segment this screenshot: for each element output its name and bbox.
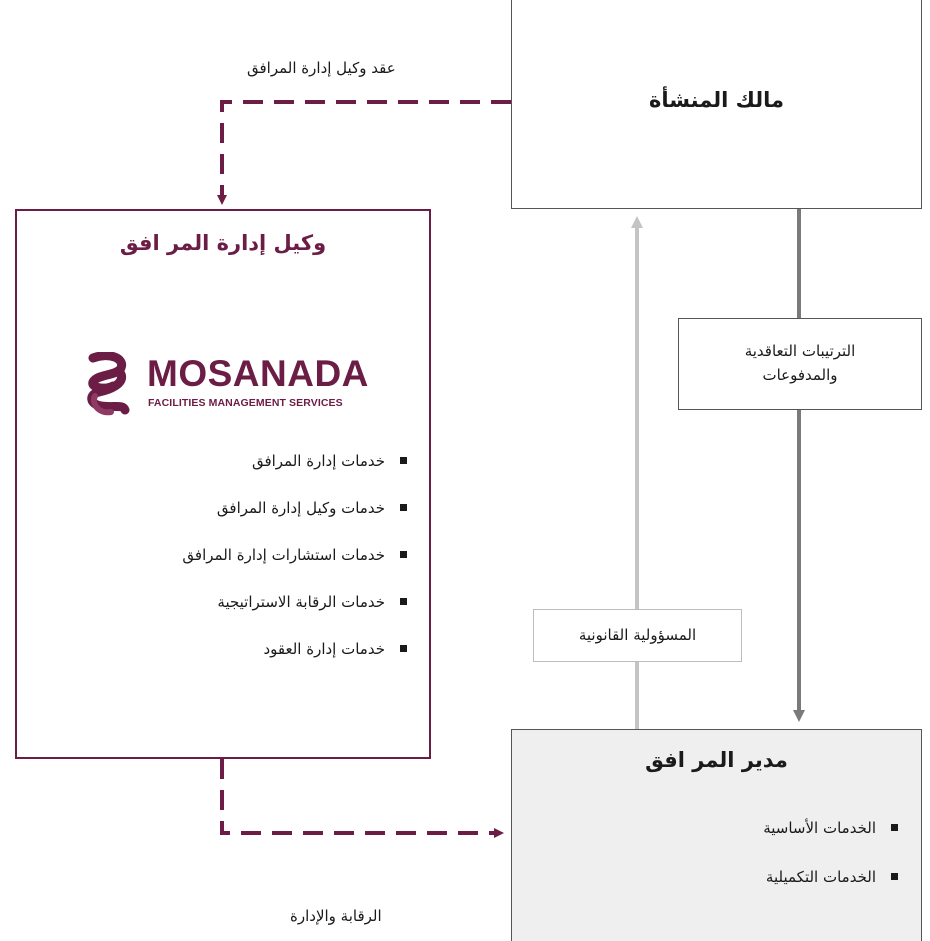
mosanada-logo: MOSANADA FACILITIES MANAGEMENT SERVICES xyxy=(81,352,381,422)
contract-payments-line1: الترتيبات التعاقدية xyxy=(744,342,856,360)
list-item: خدمات الرقابة الاستراتيجية xyxy=(182,592,407,612)
arrow-agent-to-manager xyxy=(220,759,504,838)
list-item: الخدمات الأساسية xyxy=(763,818,898,838)
arrow-owner-to-agent xyxy=(217,100,511,205)
bullet-icon xyxy=(400,457,407,464)
bullet-icon xyxy=(400,551,407,558)
logo-wordmark: MOSANADA xyxy=(147,353,369,394)
agent-service-label: خدمات استشارات إدارة المرافق xyxy=(182,546,385,564)
contract-agent-label: عقد وكيل إدارة المرافق xyxy=(247,59,396,77)
bullet-icon xyxy=(400,598,407,605)
contract-payments-line2: والمدفوعات xyxy=(762,366,838,384)
owner-title: مالك المنشأة xyxy=(648,88,785,112)
manager-box: مدير المر افق الخدمات الأساسية الخدمات ا… xyxy=(511,729,922,941)
agent-box: وكيل إدارة المر افق MOSANADA FACILITIES … xyxy=(15,209,431,759)
bullet-icon xyxy=(891,824,898,831)
contract-payments-label: الترتيبات التعاقدية والمدفوعات xyxy=(678,318,922,410)
list-item: خدمات إدارة العقود xyxy=(182,639,407,659)
list-item: الخدمات التكميلية xyxy=(763,867,898,887)
agent-service-label: خدمات وكيل إدارة المرافق xyxy=(216,499,385,517)
agent-service-label: خدمات الرقابة الاستراتيجية xyxy=(217,593,385,611)
manager-service-label: الخدمات التكميلية xyxy=(765,868,876,886)
list-item: خدمات وكيل إدارة المرافق xyxy=(182,498,407,518)
agent-service-label: خدمات إدارة العقود xyxy=(263,640,385,658)
manager-service-label: الخدمات الأساسية xyxy=(763,819,876,837)
list-item: خدمات استشارات إدارة المرافق xyxy=(182,545,407,565)
manager-title: مدير المر افق xyxy=(645,748,788,772)
mosanada-helix-logo-icon xyxy=(87,352,130,416)
bullet-icon xyxy=(400,645,407,652)
agent-title: وكيل إدارة المر افق xyxy=(119,231,327,255)
agent-services-list: خدمات إدارة المرافق خدمات وكيل إدارة الم… xyxy=(182,451,407,686)
logo-tagline: FACILITIES MANAGEMENT SERVICES xyxy=(148,397,343,409)
owner-box: مالك المنشأة xyxy=(511,0,922,209)
agent-service-label: خدمات إدارة المرافق xyxy=(251,452,385,470)
bullet-icon xyxy=(891,873,898,880)
bullet-icon xyxy=(400,504,407,511)
manager-services-list: الخدمات الأساسية الخدمات التكميلية xyxy=(763,818,898,916)
monitoring-label: الرقابة والإدارة xyxy=(290,907,382,925)
list-item: خدمات إدارة المرافق xyxy=(182,451,407,471)
legal-responsibility-label: المسؤولية القانونية xyxy=(533,609,742,662)
